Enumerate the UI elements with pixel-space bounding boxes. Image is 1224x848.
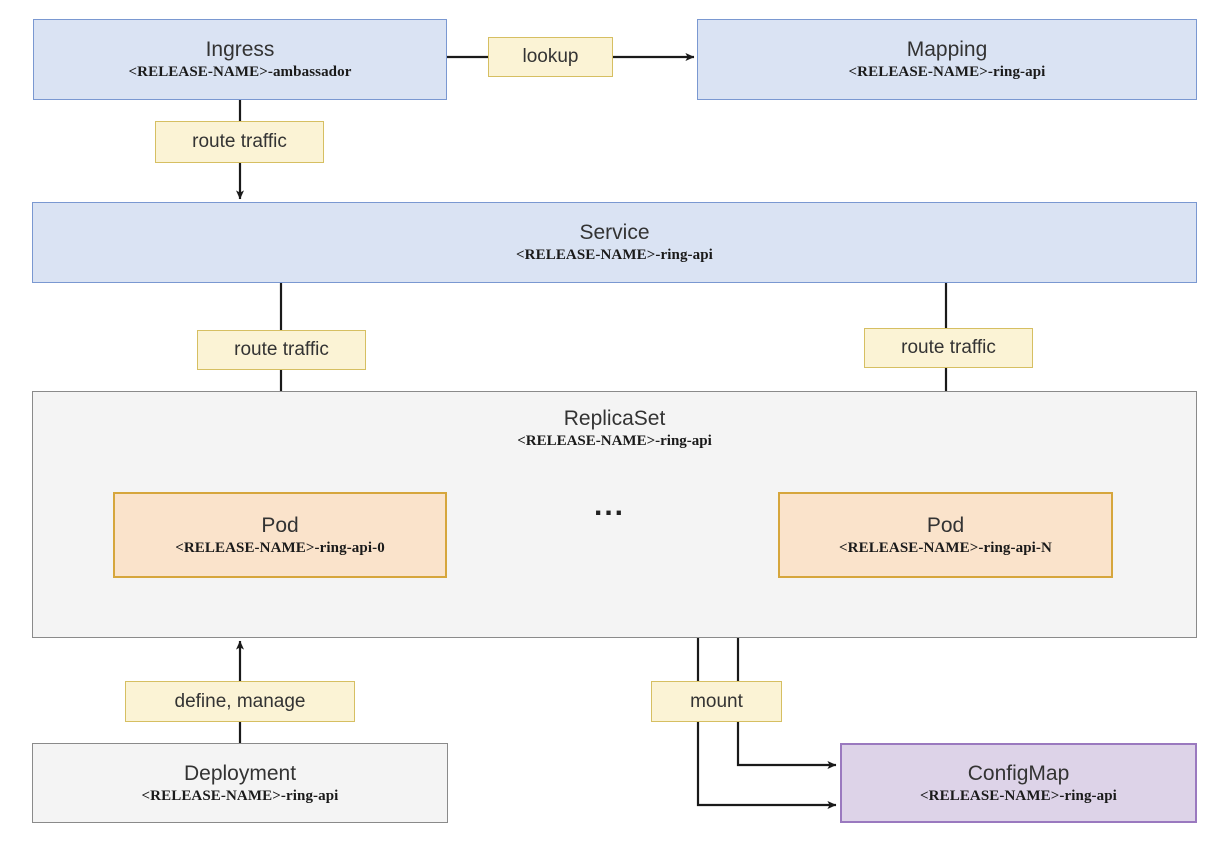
node-mapping[interactable]: Mapping <RELEASE-NAME>-ring-api	[697, 19, 1197, 100]
edge-label-route-traffic-left[interactable]: route traffic	[197, 330, 366, 370]
replicaset-name: <RELEASE-NAME>-ring-api	[517, 433, 712, 449]
pod-last-kind: Pod	[926, 513, 965, 537]
node-service[interactable]: Service <RELEASE-NAME>-ring-api	[32, 202, 1197, 283]
edge-label-lookup[interactable]: lookup	[488, 37, 613, 77]
pod-last-name: <RELEASE-NAME>-ring-api-N	[839, 539, 1052, 556]
mapping-name: <RELEASE-NAME>-ring-api	[848, 64, 1046, 80]
service-name: <RELEASE-NAME>-ring-api	[516, 247, 713, 263]
pods-ellipsis: ...	[594, 489, 626, 522]
deployment-name: <RELEASE-NAME>-ring-api	[141, 787, 339, 804]
node-pod-first[interactable]: Pod <RELEASE-NAME>-ring-api-0	[113, 492, 447, 578]
replicaset-kind: ReplicaSet	[563, 407, 666, 430]
node-configmap[interactable]: ConfigMap <RELEASE-NAME>-ring-api	[840, 743, 1197, 823]
ingress-kind: Ingress	[205, 38, 275, 61]
edge-label-route-traffic-ingress[interactable]: route traffic	[155, 121, 324, 163]
pod-first-kind: Pod	[261, 513, 299, 537]
replicaset-label: ReplicaSet <RELEASE-NAME>-ring-api	[33, 406, 1196, 451]
node-deployment[interactable]: Deployment <RELEASE-NAME>-ring-api	[32, 743, 448, 823]
node-ingress[interactable]: Ingress <RELEASE-NAME>-ambassador	[33, 19, 447, 100]
edge-label-mount[interactable]: mount	[651, 681, 782, 722]
ingress-name: <RELEASE-NAME>-ambassador	[128, 64, 352, 80]
node-pod-last[interactable]: Pod <RELEASE-NAME>-ring-api-N	[778, 492, 1113, 578]
service-kind: Service	[579, 221, 650, 244]
mapping-kind: Mapping	[906, 38, 988, 61]
edge-label-define-manage[interactable]: define, manage	[125, 681, 355, 722]
deployment-kind: Deployment	[183, 761, 297, 785]
configmap-kind: ConfigMap	[967, 761, 1070, 785]
configmap-name: <RELEASE-NAME>-ring-api	[920, 787, 1117, 804]
edge-label-route-traffic-right[interactable]: route traffic	[864, 328, 1033, 368]
pod-first-name: <RELEASE-NAME>-ring-api-0	[175, 539, 385, 556]
